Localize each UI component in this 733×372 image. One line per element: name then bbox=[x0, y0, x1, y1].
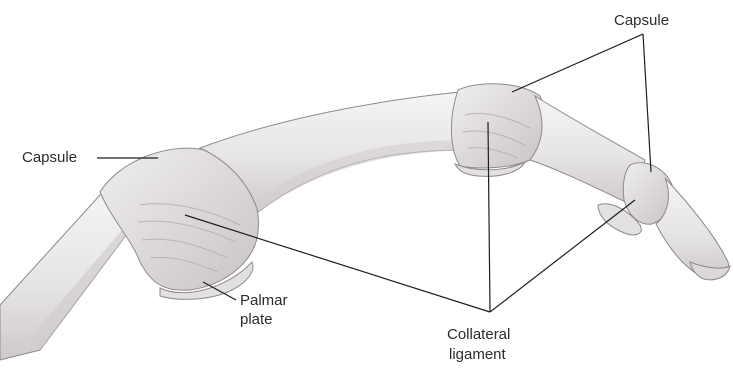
pip-joint-capsule bbox=[451, 84, 545, 168]
label-collateral-ligament-line2: ligament bbox=[449, 346, 506, 364]
leader-capsule-top-to-pip bbox=[512, 34, 643, 92]
label-capsule-left: Capsule bbox=[22, 149, 77, 167]
label-capsule-top: Capsule bbox=[614, 12, 669, 30]
label-palmar-plate-line1: Palmar bbox=[240, 292, 288, 310]
leader-collateral-to-dip bbox=[490, 200, 635, 312]
leader-capsule-top-to-dip bbox=[643, 34, 651, 172]
label-palmar-plate-line2: plate bbox=[240, 311, 273, 329]
label-collateral-ligament-line1: Collateral bbox=[447, 326, 510, 344]
